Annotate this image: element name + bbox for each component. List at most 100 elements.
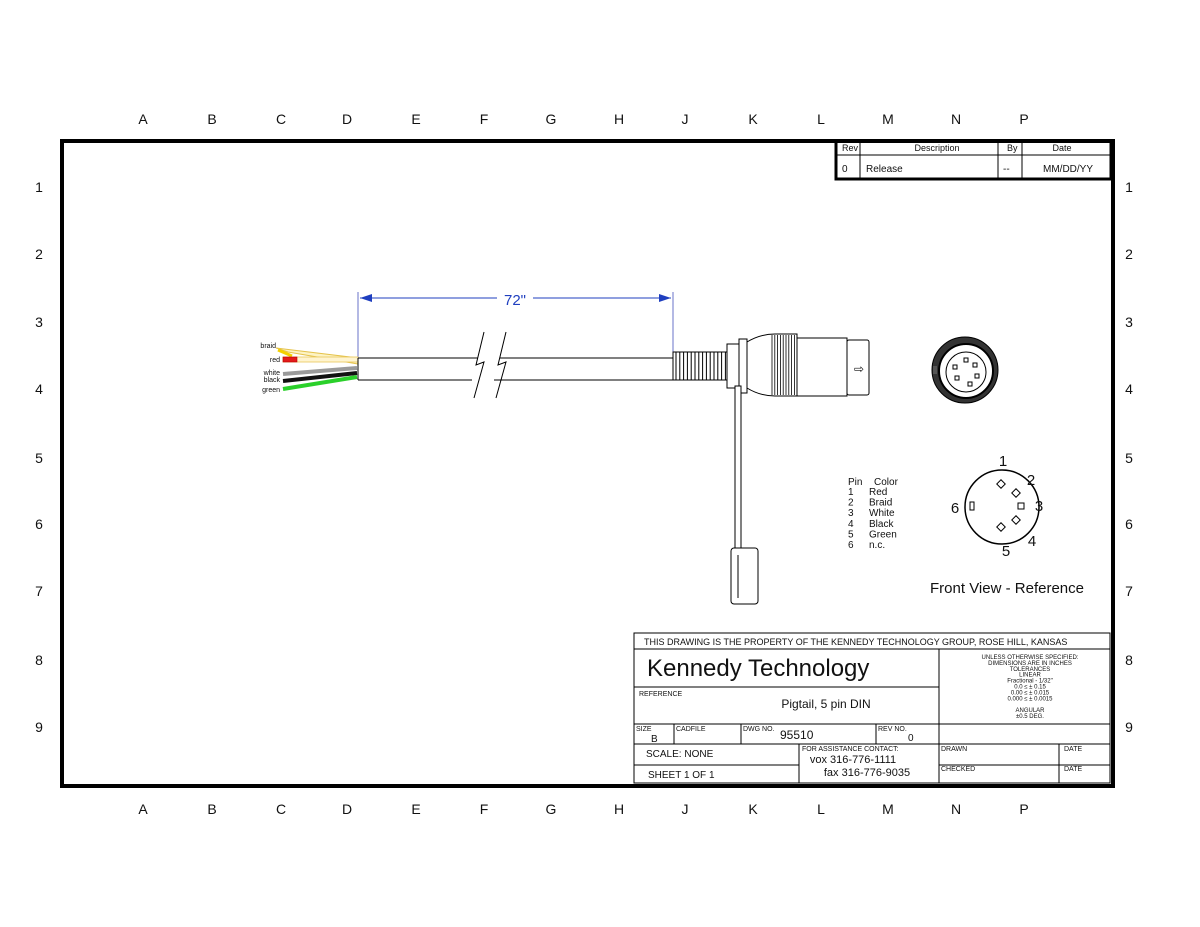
zone-row-5: 5 xyxy=(35,450,43,466)
pin-number: 1 xyxy=(848,487,854,498)
by-header: By xyxy=(1007,143,1018,153)
rev-header: Rev xyxy=(842,143,859,153)
zone-row-2: 2 xyxy=(35,246,43,262)
rev-no-label: REV NO. xyxy=(878,726,907,733)
size-label: SIZE xyxy=(636,726,652,733)
zone-row-7: 7 xyxy=(1125,583,1133,599)
zone-row-2: 2 xyxy=(1125,246,1133,262)
end-view-pin xyxy=(967,381,973,387)
length-dimension: 72" xyxy=(357,290,674,362)
company-name: Kennedy Technology xyxy=(647,655,869,682)
tolerance-line: 0.0 ≤ ± 0.15 xyxy=(1014,685,1046,691)
zone-column-M: M xyxy=(882,111,894,127)
zone-column-E: E xyxy=(411,111,420,127)
wire-label-braid: braid xyxy=(260,343,276,350)
date-value: MM/DD/YY xyxy=(1043,164,1093,175)
front-pin-number: 1 xyxy=(999,453,1007,470)
description-header: Description xyxy=(914,143,959,153)
front-pin-number: 2 xyxy=(1027,472,1035,489)
pin-number: 4 xyxy=(848,519,854,530)
end-view-pin xyxy=(952,364,958,370)
zone-row-4: 4 xyxy=(35,381,43,397)
zone-row-1: 1 xyxy=(35,179,43,195)
zone-column-P: P xyxy=(1019,111,1028,127)
checked-label: CHECKED xyxy=(941,766,975,773)
tolerance-line: ±0.5 DEG. xyxy=(1016,714,1044,720)
zone-row-3: 3 xyxy=(35,314,43,330)
tolerance-line: 0.00 ≤ ± 0.015 xyxy=(1011,690,1050,696)
pin-color: Green xyxy=(869,529,897,540)
connector-body-grip xyxy=(771,335,795,395)
pin-color: n.c. xyxy=(869,540,885,551)
alignment-arrow-icon: ⇨ xyxy=(854,362,864,376)
drawn-date-label: DATE xyxy=(1064,746,1082,753)
phone-vox: vox 316-776-1111 xyxy=(810,754,896,766)
tolerance-line: LINEAR xyxy=(1019,673,1041,679)
front-pin xyxy=(1017,502,1025,510)
wire-leads: braid red white black green xyxy=(260,343,359,394)
pin-number: 5 xyxy=(848,529,854,540)
pin-header: Pin xyxy=(848,477,862,488)
front-pin xyxy=(1011,488,1021,498)
din-connector-side-view: ⇨ xyxy=(672,333,870,605)
zone-column-D: D xyxy=(342,111,352,127)
sheet-number: SHEET 1 OF 1 xyxy=(648,770,715,781)
cable-break-left xyxy=(473,331,485,399)
assistance-label: FOR ASSISTANCE CONTACT: xyxy=(802,746,899,753)
front-pin-number: 6 xyxy=(951,500,959,517)
zone-column-F: F xyxy=(480,111,489,127)
date-header: Date xyxy=(1052,143,1071,153)
din-connector-end-view xyxy=(931,336,999,404)
zone-column-B: B xyxy=(207,801,216,817)
pin-color: Red xyxy=(869,487,887,498)
drawn-label: DRAWN xyxy=(941,746,967,753)
property-note: THIS DRAWING IS THE PROPERTY OF THE KENN… xyxy=(644,637,1067,647)
title-block: THIS DRAWING IS THE PROPERTY OF THE KENN… xyxy=(633,632,1111,784)
wire-label-white: white xyxy=(263,370,280,377)
zone-column-K: K xyxy=(748,111,758,127)
cable-jacket xyxy=(357,331,673,399)
rev-no-value: 0 xyxy=(908,733,914,744)
tolerance-line: Fractional - 1/32" xyxy=(1007,679,1052,685)
front-pin-number: 4 xyxy=(1028,533,1036,550)
cadfile-label: CADFILE xyxy=(676,726,706,733)
zone-column-K: K xyxy=(748,801,758,817)
zone-column-A: A xyxy=(138,111,148,127)
zone-column-H: H xyxy=(614,801,624,817)
reference-label: REFERENCE xyxy=(639,691,683,698)
zone-column-L: L xyxy=(817,801,825,817)
end-view-pin xyxy=(954,375,960,381)
zone-row-1: 1 xyxy=(1125,179,1133,195)
zone-row-5: 5 xyxy=(1125,450,1133,466)
front-pin-number: 5 xyxy=(1002,543,1010,560)
sheet-border xyxy=(60,139,1115,788)
by-value: -- xyxy=(1003,164,1010,175)
zone-row-6: 6 xyxy=(35,516,43,532)
zone-column-J: J xyxy=(682,111,689,127)
end-view-pin xyxy=(972,362,978,368)
pin-color: White xyxy=(869,508,895,519)
dwg-label: DWG NO. xyxy=(743,726,775,733)
zone-column-A: A xyxy=(138,801,148,817)
pin-number: 2 xyxy=(848,498,854,509)
tolerance-line: TOLERANCES xyxy=(1010,667,1051,673)
front-pin xyxy=(996,522,1006,532)
zone-row-9: 9 xyxy=(35,719,43,735)
tolerance-notes: UNLESS OTHERWISE SPECIFIED:DIMENSIONS AR… xyxy=(982,655,1079,720)
end-view-pins xyxy=(952,357,980,387)
zone-row-8: 8 xyxy=(1125,652,1133,668)
front-view-caption: Front View - Reference xyxy=(930,580,1084,597)
zone-column-G: G xyxy=(546,111,557,127)
front-pin xyxy=(1011,515,1021,525)
front-view-pins xyxy=(969,479,1025,532)
zone-row-9: 9 xyxy=(1125,719,1133,735)
size-value: B xyxy=(651,734,658,745)
strain-relief-boot xyxy=(672,351,728,381)
pin-color: Black xyxy=(869,519,894,530)
front-pin xyxy=(969,501,975,511)
